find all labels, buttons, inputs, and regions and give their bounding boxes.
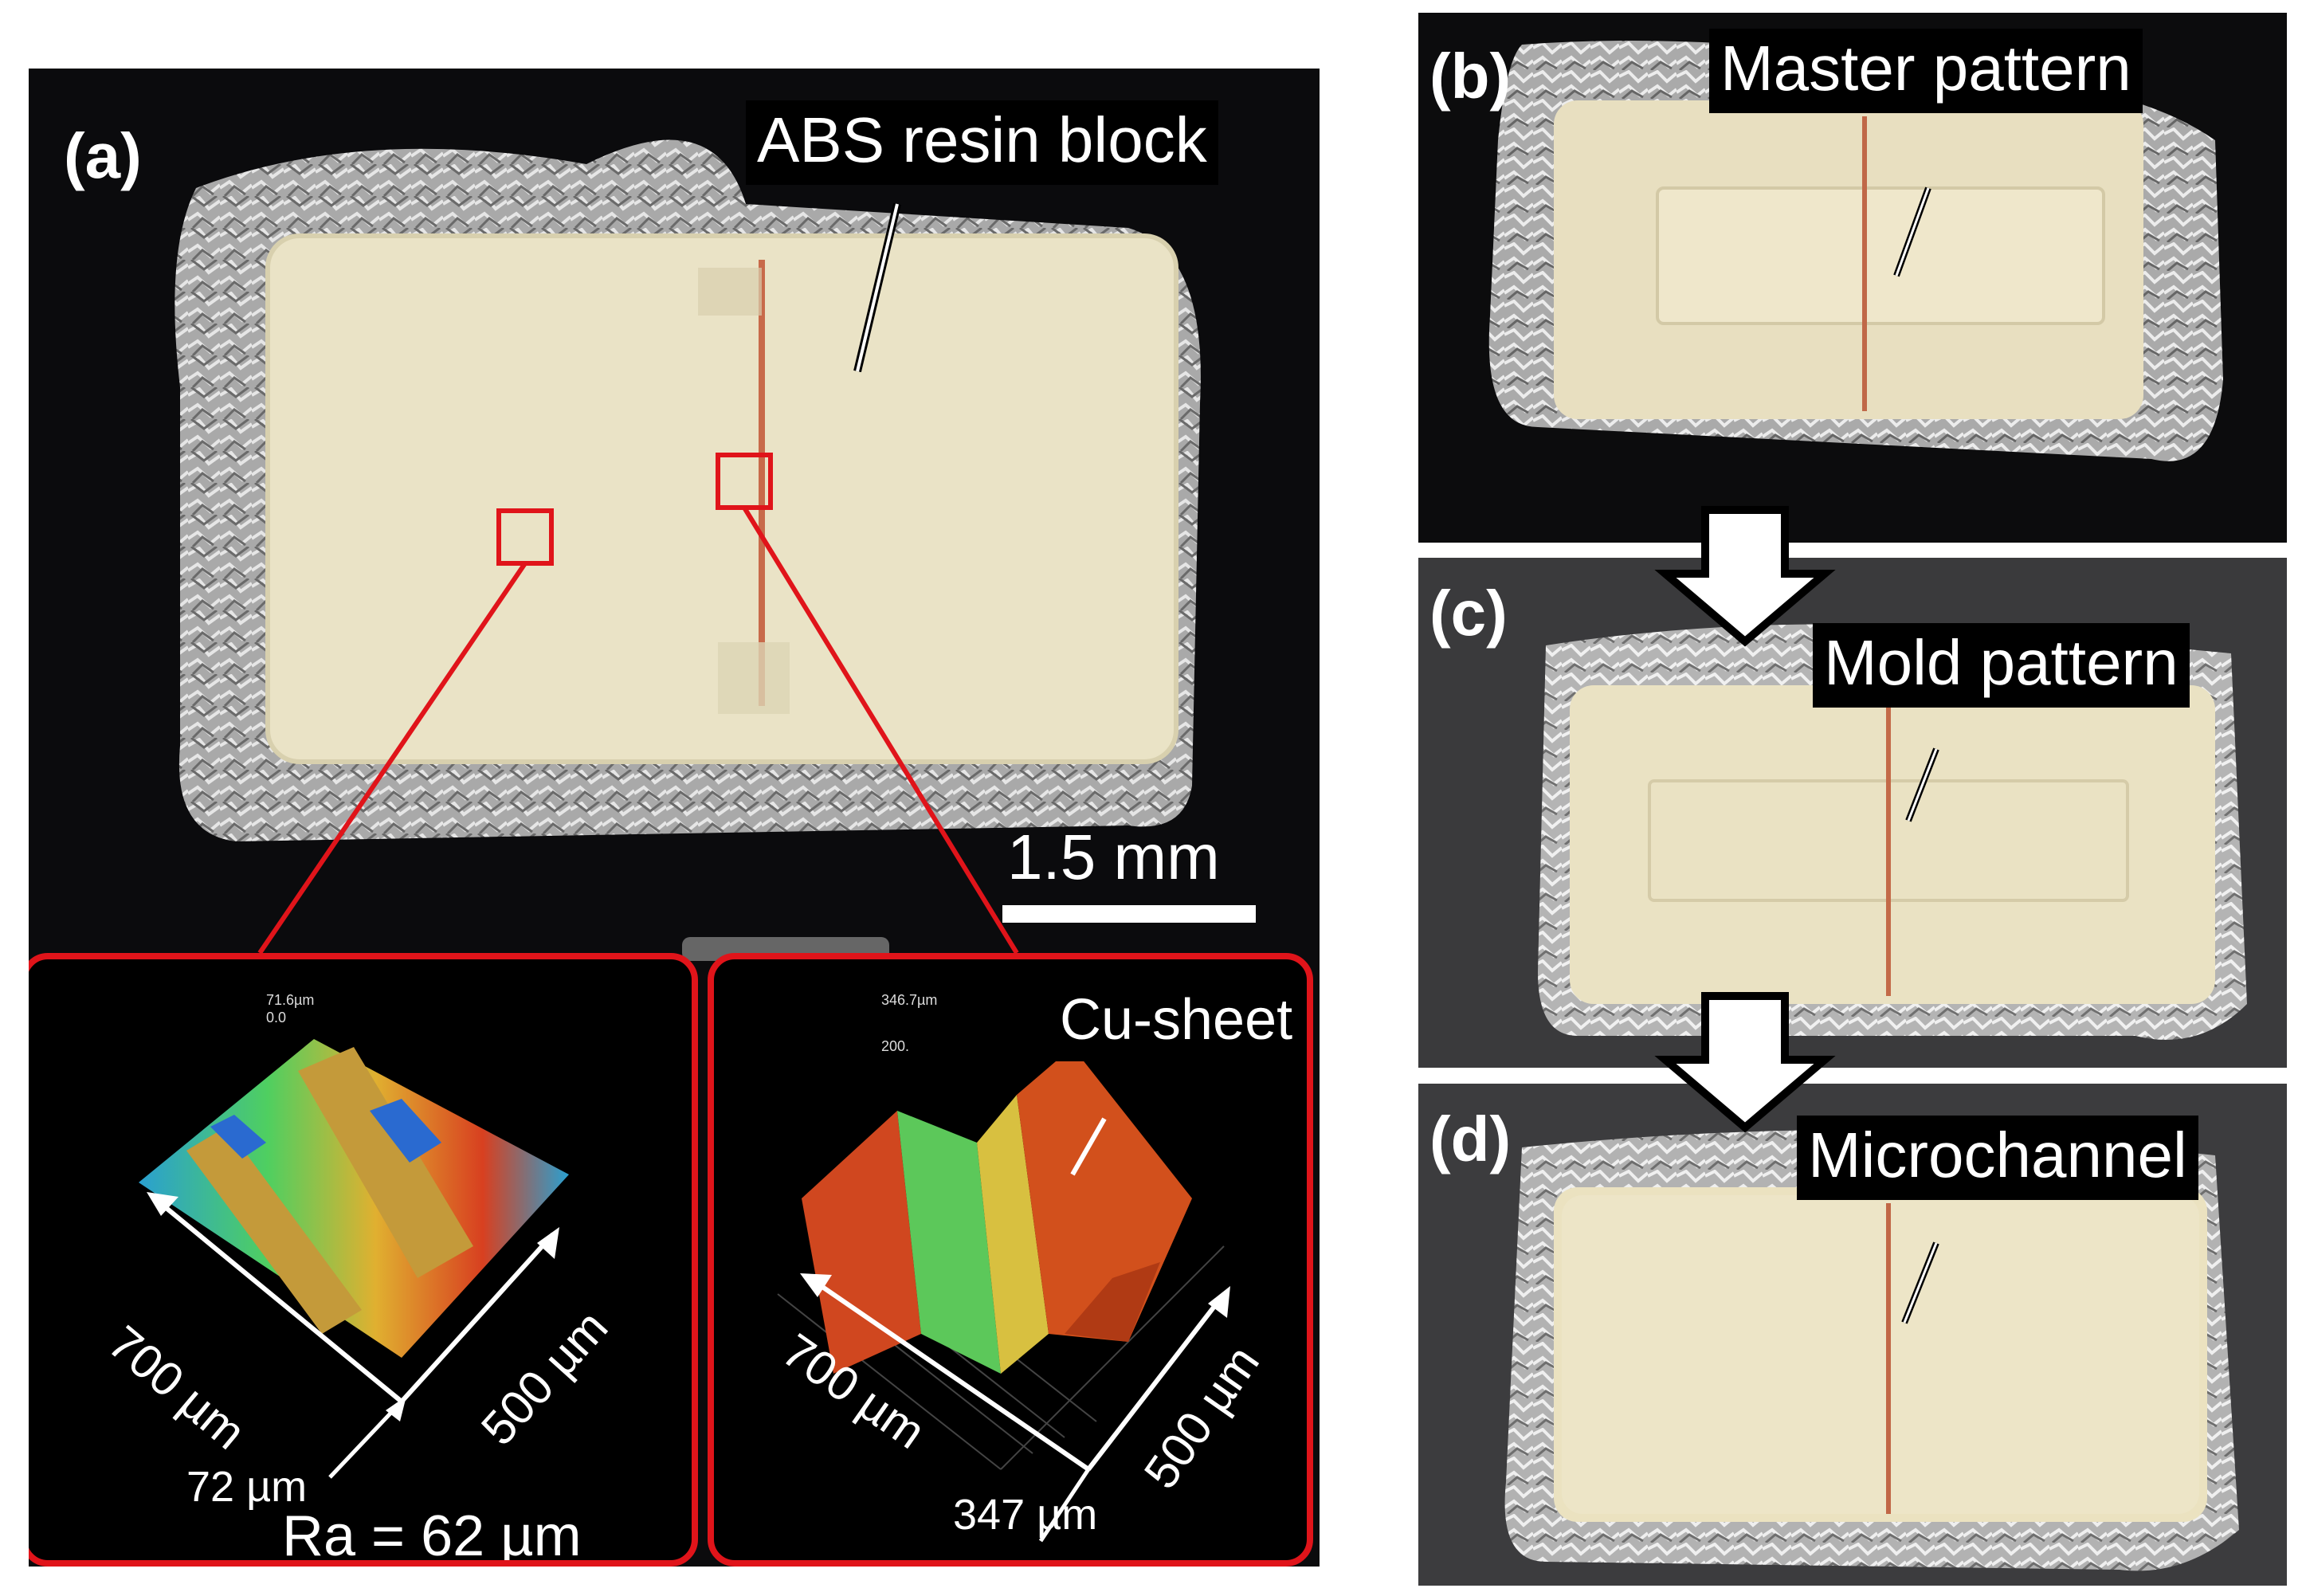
scale-bar	[1002, 905, 1256, 923]
mold-pattern-callout: Mold pattern	[1813, 623, 2190, 708]
panel-c-label: (c)	[1429, 578, 1508, 649]
panel-b: (b) Master pattern	[1418, 13, 2287, 543]
panel-a: (a) ABS resin block 1.5 mm	[29, 69, 1320, 1567]
z-max-label-right: 346.7µm	[881, 992, 938, 1008]
z-min-label-left: 0.0	[266, 1010, 287, 1025]
depth-347um: 347 µm	[953, 1491, 1098, 1539]
surface-3d-plot-right	[777, 1047, 1230, 1543]
master-pattern	[1656, 186, 2105, 325]
inset-surface-profile-left: 71.6µm 0.0 700 µm 500 µm 72 µm Ra = 62 µ…	[29, 953, 698, 1567]
panel-a-label: (a)	[64, 120, 142, 191]
panel-b-label: (b)	[1429, 41, 1512, 112]
microchannel-callout: Microchannel	[1797, 1116, 2198, 1200]
depth-72um: 72 µm	[186, 1463, 308, 1511]
panel-c-photo	[1538, 624, 2247, 1040]
abs-resin-block-callout: ABS resin block	[746, 100, 1218, 185]
roughness-value: Ra = 62 µm	[282, 1504, 582, 1567]
arrow-down-c-to-d	[1654, 992, 1836, 1133]
arrow-down-b-to-c	[1654, 506, 1836, 647]
z-mid-label-right: 200.	[881, 1038, 910, 1054]
master-pattern-callout: Master pattern	[1709, 29, 2143, 113]
panel-d: (d) Microchannel	[1418, 1084, 2287, 1586]
panel-b-photo	[1488, 41, 2223, 461]
mold-block	[1570, 685, 2215, 1004]
surface-map	[139, 1039, 569, 1358]
inset-surface-profile-right: 346.7µm 200. Cu-sheet 700 µm 500 µm 347 …	[708, 953, 1313, 1567]
surface-left-ridge	[802, 1111, 921, 1374]
abs-resin-block	[268, 236, 1176, 762]
surface-3d-plot-left	[139, 1039, 569, 1479]
cu-sheet-callout: Cu-sheet	[1049, 983, 1304, 1061]
panel-c: (c) Mold pattern	[1418, 558, 2287, 1068]
panel-d-label: (d)	[1429, 1104, 1512, 1174]
z-max-label-left: 71.6µm	[266, 992, 315, 1008]
panel-d-photo	[1504, 1129, 2239, 1571]
scale-bar-label: 1.5 mm	[1007, 822, 1220, 892]
